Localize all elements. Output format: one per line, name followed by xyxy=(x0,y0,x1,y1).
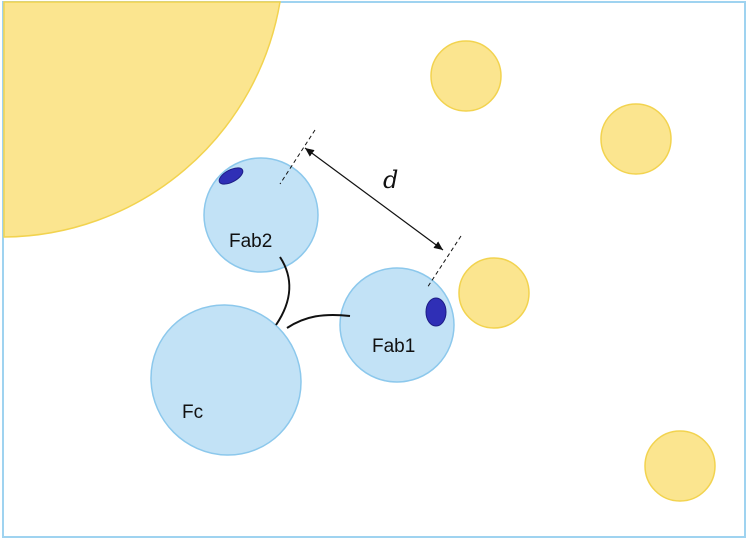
fab2-domain xyxy=(203,157,319,273)
fab2-binding-site xyxy=(218,167,244,185)
distance-arrow xyxy=(304,147,444,251)
fab2-fc-linker xyxy=(275,256,291,326)
distance-label: d xyxy=(383,166,398,194)
antibody: Fab2 Fab1 Fc xyxy=(150,157,455,456)
fab1-domain xyxy=(339,267,455,383)
fc-label: Fc xyxy=(182,402,203,423)
distance-guide-fab2 xyxy=(279,129,316,185)
fab2-label: Fab2 xyxy=(229,231,272,252)
large-antigen-cell xyxy=(3,1,281,238)
small-antigen xyxy=(600,103,672,175)
fab1-label: Fab1 xyxy=(372,336,415,357)
fc-domain xyxy=(150,304,302,456)
fab1-fc-linker xyxy=(286,313,351,329)
small-antigen xyxy=(430,40,502,112)
antigen-surface xyxy=(3,1,281,238)
small-antigen xyxy=(644,430,716,502)
distance-guide-fab1 xyxy=(426,235,462,289)
distance-annotation: d xyxy=(279,129,462,289)
small-antigen xyxy=(458,257,530,329)
fab1-binding-site xyxy=(425,297,447,327)
small-antigens xyxy=(430,40,716,502)
